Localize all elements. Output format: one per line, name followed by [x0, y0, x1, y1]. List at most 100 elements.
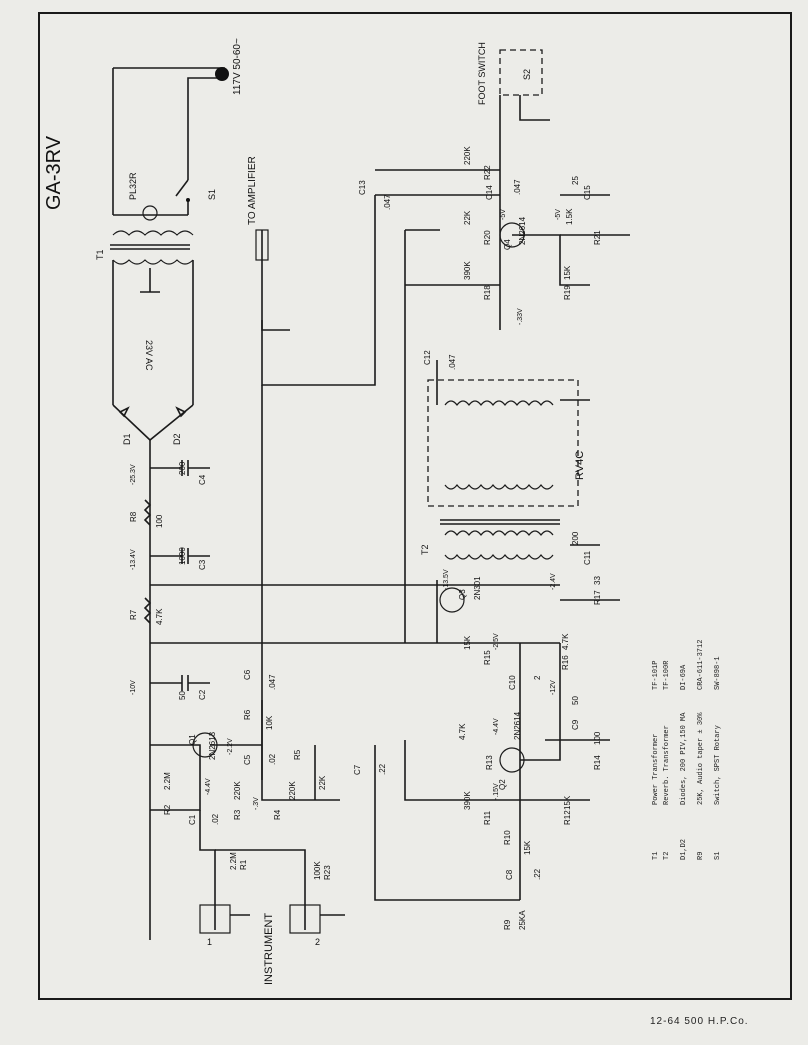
- parts-desc-0: Power Transformer: [652, 734, 660, 805]
- r5-label: 22K: [318, 775, 327, 790]
- instrument-label: INSTRUMENT: [263, 913, 275, 985]
- bus-lines: [150, 170, 560, 801]
- plug-label: 117V 50-60~: [232, 38, 243, 95]
- page-border: [38, 12, 792, 1000]
- voltage-7: -4.4V: [493, 718, 500, 735]
- model-title: GA-3RV: [43, 135, 65, 210]
- c9-val: 50: [571, 696, 580, 705]
- parts-ref-4: S1: [714, 852, 722, 860]
- c15-ref: C15: [583, 185, 592, 200]
- r22-ref: R22: [483, 165, 492, 180]
- r3-ref: R3: [233, 809, 242, 820]
- c5-ref: C5: [243, 754, 252, 765]
- c7-val: .22: [378, 763, 387, 775]
- c10-ref: C10: [508, 675, 517, 690]
- power-supply: [110, 67, 229, 940]
- voltage-8: -.15V: [493, 783, 500, 800]
- r4-ref: R4: [273, 809, 282, 820]
- preamp-stage: [150, 700, 520, 930]
- voltage-14: -5V: [500, 209, 507, 220]
- c3-val: 1000: [178, 547, 187, 565]
- s2-label: S2: [522, 69, 532, 80]
- r14-label: 100: [593, 731, 602, 745]
- c10-val: 2: [533, 675, 542, 680]
- input-jack-1-icon: [199, 904, 231, 934]
- q1-type: 2N2613: [208, 731, 217, 760]
- voltage-2: -13.4V: [130, 549, 137, 570]
- r14-ref: R14: [593, 755, 602, 770]
- jack-2-label: 2: [315, 937, 320, 947]
- voltage-9: -12V: [550, 680, 557, 695]
- c6-val: .047: [268, 674, 277, 690]
- secondary-label: 23V AC: [144, 340, 154, 371]
- parts-desc-4: Switch, SPST Rotary: [714, 725, 722, 805]
- instrument-inputs: [199, 904, 345, 934]
- voltage-6: -.3V: [253, 797, 260, 810]
- c1-val: .02: [211, 813, 220, 825]
- parts-part-3: CRA-611-3712: [697, 640, 705, 690]
- jack-1-label: 1: [207, 937, 212, 947]
- parts-desc-2: Diodes, 200 PIV,150 MA: [680, 712, 688, 805]
- voltage-3: -10V: [130, 680, 137, 695]
- amplifier-label: TO AMPLIFIER: [247, 156, 258, 225]
- c6-ref: C6: [243, 669, 252, 680]
- r19-ref: R19: [563, 285, 572, 300]
- output-jack-icon: [255, 229, 269, 261]
- q1-ref: Q1: [188, 734, 197, 745]
- voltage-12: -2.4V: [550, 573, 557, 590]
- c4-ref: C4: [198, 474, 207, 485]
- r10-label: 15K: [523, 840, 532, 855]
- r8-ref: R8: [129, 511, 138, 522]
- s1-label: S1: [207, 189, 217, 200]
- voltage-15: -5V: [555, 209, 562, 220]
- r18-label: 390K: [463, 261, 472, 280]
- pilot-lamp-icon: [142, 205, 158, 221]
- reverb-unit: [427, 379, 590, 560]
- r6-label: 10K: [265, 715, 274, 730]
- r15-ref: R15: [483, 650, 492, 665]
- c14-ref: C14: [485, 185, 494, 200]
- reverb-drive-stages: [439, 194, 630, 900]
- q4-type: 2N2614: [518, 216, 527, 245]
- q2-type: 2N2614: [513, 711, 522, 740]
- r9-ref: R9: [503, 919, 512, 930]
- c11-val: 200: [571, 531, 580, 545]
- parts-part-0: TF-101P: [652, 661, 660, 690]
- r9-label: 25KA: [518, 910, 527, 930]
- rv4c-label: RV4C: [574, 451, 586, 480]
- parts-desc-1: Reverb. Transformer: [663, 725, 671, 805]
- parts-ref-1: T2: [663, 852, 671, 860]
- q3-type: 2N301: [473, 576, 482, 600]
- filter-caps: [143, 460, 210, 691]
- r12-label: 15K: [563, 795, 572, 810]
- r11-label: 390K: [463, 791, 472, 810]
- c12-val: .047: [448, 354, 457, 370]
- c3-ref: C3: [198, 559, 207, 570]
- c12-ref: C12: [423, 350, 432, 365]
- r23-ref: R23: [323, 865, 332, 880]
- r17-ref: R17: [593, 590, 602, 605]
- d2-label: D2: [172, 433, 182, 445]
- c8-ref: C8: [505, 869, 514, 880]
- r3-label: 220K: [233, 781, 242, 800]
- c4-val: 200: [178, 461, 187, 475]
- r6-ref: R6: [243, 709, 252, 720]
- c13-val: .047: [383, 194, 392, 210]
- r17-label: 33: [593, 576, 602, 585]
- r7-label: 4.7K: [155, 608, 164, 625]
- c14-val: .047: [513, 179, 522, 195]
- t2-label: T2: [420, 544, 430, 555]
- r16-ref: R16: [561, 655, 570, 670]
- r12-ref: R12: [563, 810, 572, 825]
- c2-ref: C2: [198, 689, 207, 700]
- q4-ref: Q4: [503, 239, 512, 250]
- c1-ref: C1: [188, 814, 197, 825]
- input-jack-2-icon: [289, 904, 321, 934]
- c9-ref: C9: [571, 719, 580, 730]
- c15-val: 25: [571, 176, 580, 185]
- r13-ref: R13: [485, 755, 494, 770]
- r18-ref: R18: [483, 285, 492, 300]
- r16-label: 4.7K: [561, 633, 570, 650]
- parts-ref-2: D1,D2: [680, 839, 688, 860]
